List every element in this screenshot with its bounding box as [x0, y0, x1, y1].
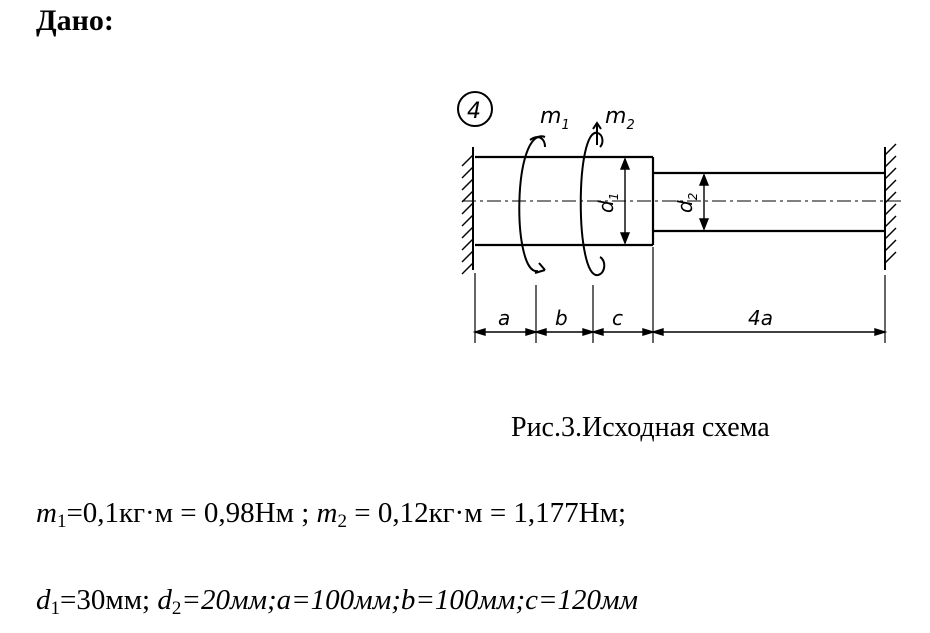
dimension-b-label: b	[555, 306, 568, 330]
d1-symbol: d	[36, 584, 51, 616]
figure-number-circle	[457, 91, 493, 127]
m2-value: = 0,12кг·м = 1,177Нм;	[346, 497, 627, 529]
m2-symbol: m	[316, 497, 338, 529]
right-wall-support	[884, 143, 897, 270]
diameter-d1-dimension	[619, 157, 631, 245]
diameter-d2-dimension	[698, 173, 710, 231]
shaft-section-d2	[653, 171, 885, 233]
dimension-a-label: a	[498, 306, 510, 330]
d1-value: =30мм;	[60, 584, 158, 616]
m1-value: =0,1кг·м = 0,98Нм ;	[66, 497, 317, 529]
figure-number: 4	[467, 99, 481, 124]
m1-subscript: 1	[56, 511, 67, 532]
moment-m1-arrow	[518, 135, 546, 274]
given-moments-line: m1=0,1кг·м = 0,98Нм ; m2 = 0,12кг·м = 1,…	[36, 497, 626, 533]
shaft-diagram: 4	[457, 91, 905, 343]
dimension-c-label: c	[612, 306, 623, 330]
left-wall-support	[461, 147, 474, 275]
diameter-d1-label: d1	[594, 193, 621, 213]
moment-m2-label: m2	[605, 104, 635, 133]
dimension-extension-lines	[474, 247, 886, 343]
m1-symbol: m	[36, 497, 57, 529]
d2-subscript: 2	[171, 598, 182, 619]
diameter-d2-label: d2	[673, 193, 700, 213]
dimension-values: =20мм;a=100мм;b=100мм;c=120мм	[181, 584, 639, 616]
given-heading: Дано:	[36, 4, 114, 37]
given-dimensions-line: d1=30мм; d2=20мм;a=100мм;b=100мм;c=120мм	[36, 584, 638, 620]
d1-subscript: 1	[50, 598, 61, 619]
moment-m1-label: m1	[540, 104, 570, 133]
dimension-4a-label: 4a	[748, 306, 773, 330]
d2-symbol: d	[157, 584, 172, 616]
dimension-line	[472, 328, 888, 336]
figure-caption: Рис.3.Исходная схема	[511, 412, 770, 443]
m2-subscript: 2	[337, 511, 347, 532]
moment-m2-arrow	[579, 121, 606, 276]
